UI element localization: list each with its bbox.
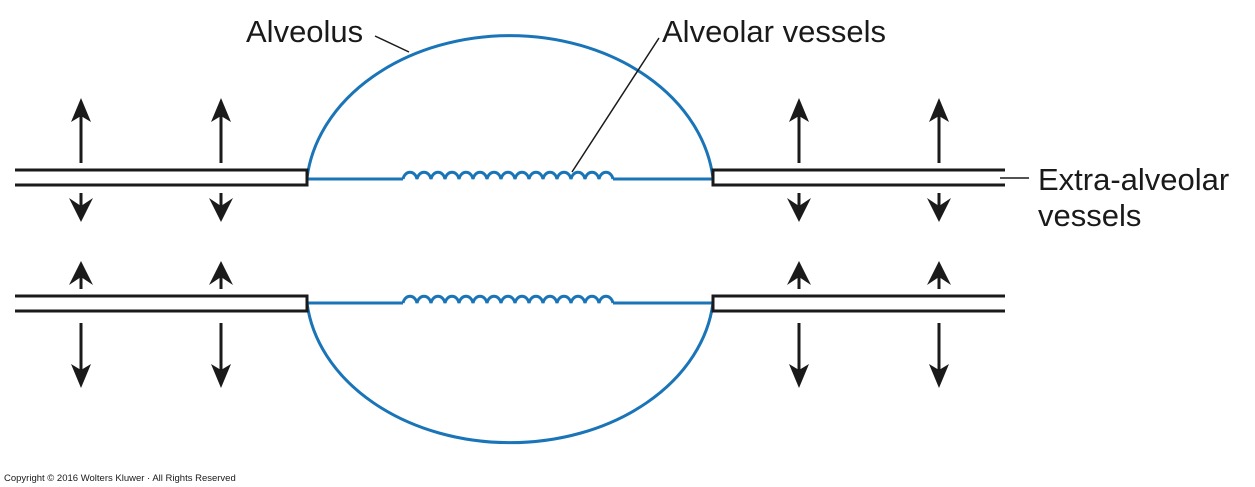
vessel-top-left [15,168,309,187]
arrow-up-long [929,98,949,163]
arrowhead-up-short [69,261,93,289]
vessel-bottom-left [15,294,309,313]
arrow-down-long [929,323,949,388]
alveolar-vessels-label: Alveolar vessels [662,14,886,49]
arrowhead-down-short [209,193,233,222]
arrow-down-long [211,323,231,388]
copyright-notice: Copyright © 2016 Wolters Kluwer · All Ri… [4,473,236,484]
alveolar-vessel-coil-bottom [401,294,615,304]
extra-alveolar-vessels [15,168,1005,313]
arrowhead-up-short [787,261,811,289]
vessel-bottom-right [711,294,1005,313]
arrow-up-long [71,98,91,163]
alveolus [305,34,715,445]
arrow-down-long [71,323,91,388]
arrowhead-up-short [209,261,233,289]
alveolus-leader-line [374,35,410,53]
vessel-top-right [711,168,1005,187]
arrow-up-long [211,98,231,163]
arrows [69,98,951,388]
alveolar-vessels-leader-line [571,37,660,173]
arrowhead-down-short [927,193,951,222]
arrowhead-down-short [69,193,93,222]
alveolus-label: Alveolus [246,14,363,49]
arrow-up-long [789,98,809,163]
alveolus-lower-arc [305,302,715,445]
extra-alveolar-label-line1: Extra-alveolar [1038,162,1229,197]
alveolus-upper-arc [305,34,715,179]
arrowhead-down-short [787,193,811,222]
leader-lines [374,35,1029,179]
alveolar-vessel-coil-top [401,170,615,180]
arrowhead-up-short [927,261,951,289]
arrow-down-long [789,323,809,388]
extra-alveolar-label-line2: vessels [1038,198,1141,233]
